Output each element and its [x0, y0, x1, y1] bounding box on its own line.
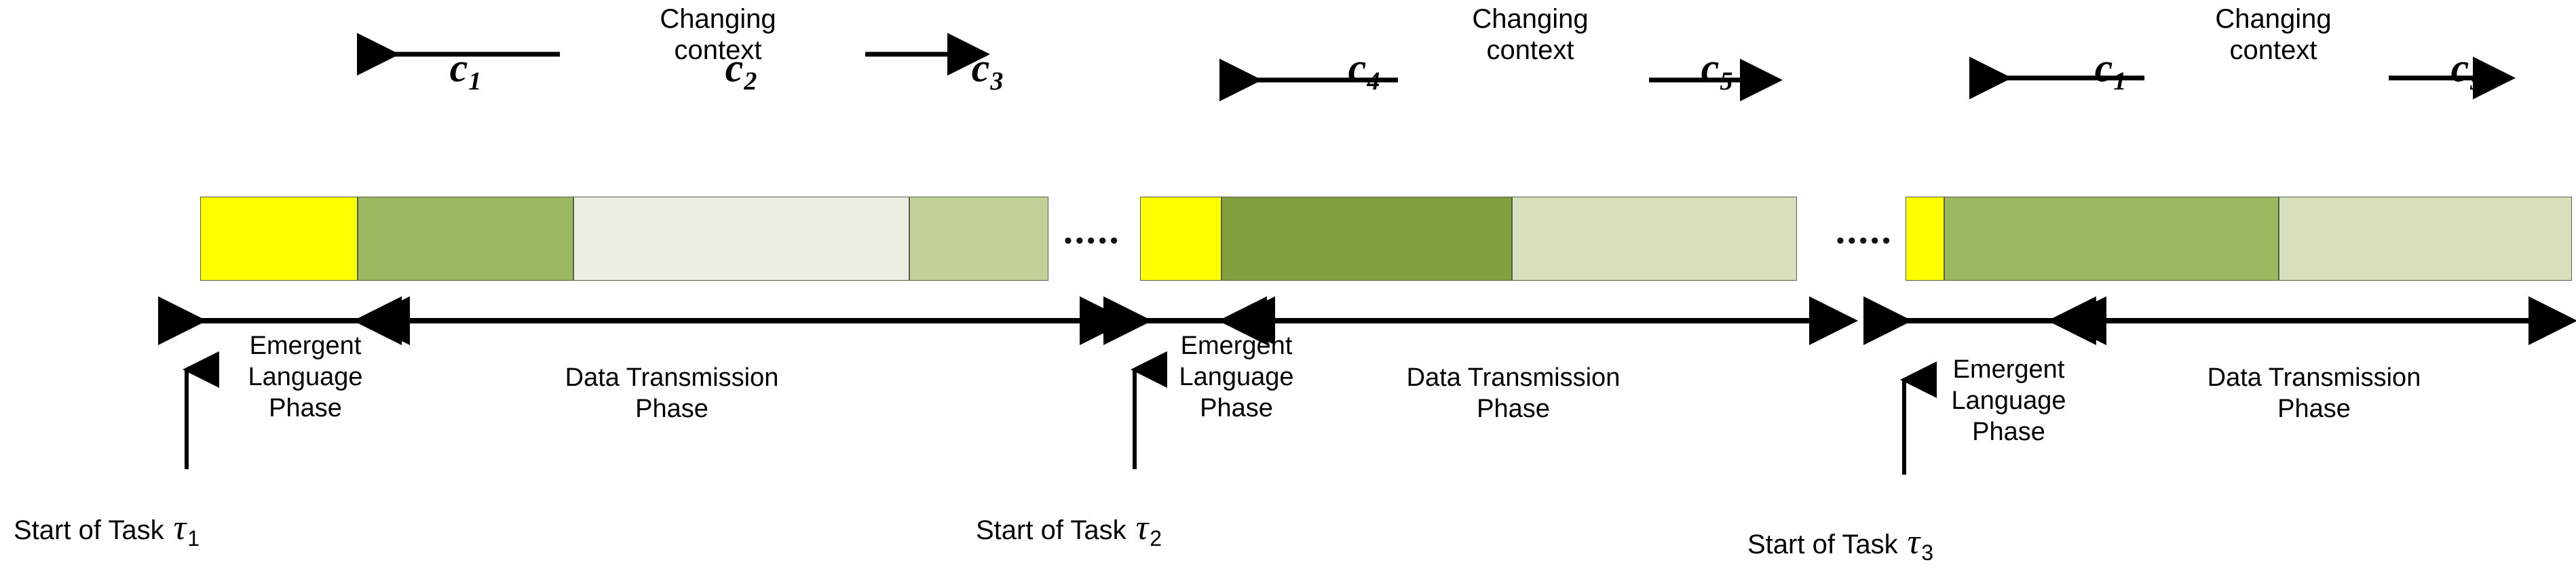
emergent-phase-label-2: Emergent Language Phase	[1179, 332, 1294, 422]
code-label-c5b: c5	[2412, 47, 2521, 102]
tau-symbol: τ3	[1907, 523, 1934, 565]
ellipsis-1: •••••	[1064, 228, 1122, 254]
code-letter: c	[725, 45, 744, 90]
start-of-task-3: Start of Task τ3	[1747, 525, 1933, 568]
emergent-phase-label-1: Emergent Language Phase	[248, 332, 363, 422]
code-label-c5: c5	[1663, 47, 1771, 102]
code-letter: c	[449, 45, 468, 90]
changing-context-label-1: Changing context	[660, 4, 776, 65]
code-letter: c	[2450, 45, 2469, 90]
code-subscript: 5	[1720, 67, 1733, 96]
code-letter: c	[1701, 45, 1720, 90]
tau-subscript: 1	[187, 526, 200, 551]
changing-context-label-3: Changing context	[2215, 4, 2332, 65]
code-letter: c	[2094, 45, 2113, 90]
code-subscript: 4	[1367, 67, 1380, 96]
segment-context-4	[1221, 197, 1512, 281]
code-label-c1: c1	[411, 47, 520, 102]
segment-emergent-1	[200, 197, 358, 281]
segment-context-5	[1512, 197, 1797, 281]
code-label-c3: c3	[933, 47, 1042, 102]
code-label-c1b: c1	[2056, 47, 2165, 102]
start-of-task-text: Start of Task	[976, 515, 1126, 545]
code-label-c2: c2	[687, 47, 795, 102]
start-of-task-1: Start of Task τ1	[14, 511, 200, 553]
data-phase-label-3: Data Transmission Phase	[2207, 363, 2421, 423]
data-phase-label-2: Data Transmission Phase	[1406, 363, 1621, 423]
start-of-task-text: Start of Task	[1747, 530, 1898, 559]
code-label-c4: c4	[1310, 47, 1418, 102]
data-phase-label-1: Data Transmission Phase	[565, 363, 779, 423]
tau-subscript: 3	[1921, 540, 1934, 565]
code-letter: c	[971, 45, 990, 90]
tau-symbol: τ1	[173, 509, 200, 551]
code-subscript: 5	[2469, 67, 2483, 96]
segment-context-5b	[2279, 197, 2572, 281]
segment-context-2	[573, 197, 909, 281]
segment-context-3	[909, 197, 1048, 281]
code-subscript: 1	[468, 67, 482, 96]
segment-context-1b	[1944, 197, 2279, 281]
code-subscript: 3	[990, 67, 1004, 96]
tau-symbol: τ2	[1135, 509, 1162, 551]
code-subscript: 1	[2113, 67, 2127, 96]
code-subscript: 2	[744, 67, 757, 96]
code-letter: c	[1348, 45, 1367, 90]
start-of-task-2: Start of Task τ2	[976, 511, 1162, 553]
segment-emergent-3	[1906, 197, 1944, 281]
emergent-phase-label-3: Emergent Language Phase	[1951, 355, 2066, 446]
segment-context-1	[358, 197, 573, 281]
start-of-task-text: Start of Task	[14, 515, 164, 545]
segment-emergent-2	[1140, 197, 1221, 281]
changing-context-label-2: Changing context	[1472, 4, 1589, 65]
ellipsis-2: •••••	[1836, 228, 1894, 254]
tau-subscript: 2	[1150, 526, 1162, 551]
